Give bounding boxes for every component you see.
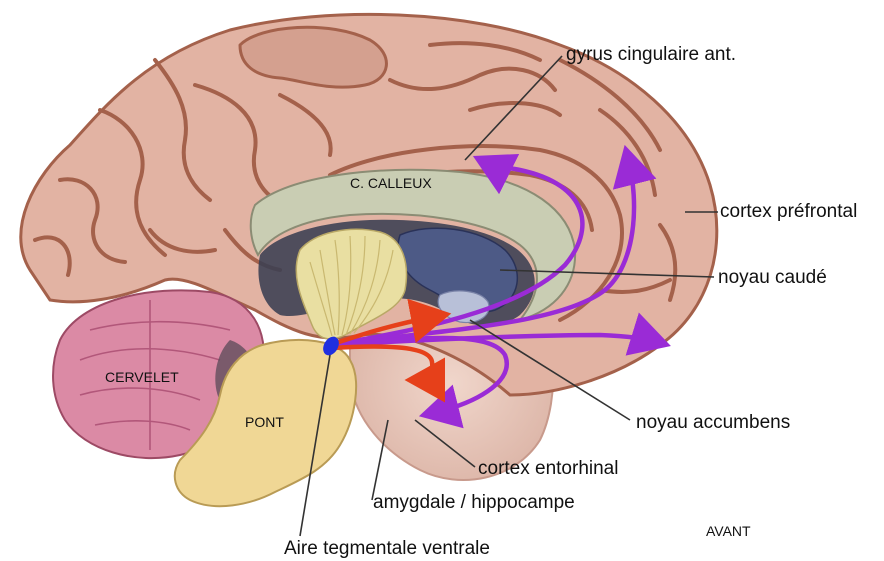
label-corpus-callosum: C. CALLEUX — [350, 175, 432, 191]
label-noyau-caude: noyau caudé — [718, 267, 827, 288]
label-avant: AVANT — [706, 523, 751, 539]
label-cervelet: CERVELET — [105, 369, 179, 385]
label-pont: PONT — [245, 414, 284, 430]
label-amygdale-hippocampe: amygdale / hippocampe — [373, 492, 575, 513]
label-cortex-entorhinal: cortex entorhinal — [478, 458, 618, 479]
label-gyrus-cingulaire: gyrus cingulaire ant. — [566, 44, 736, 65]
label-cortex-prefrontal: cortex préfrontal — [720, 201, 857, 222]
label-aire-tegmentale: Aire tegmentale ventrale — [284, 538, 490, 559]
label-noyau-accumbens: noyau accumbens — [636, 412, 790, 433]
